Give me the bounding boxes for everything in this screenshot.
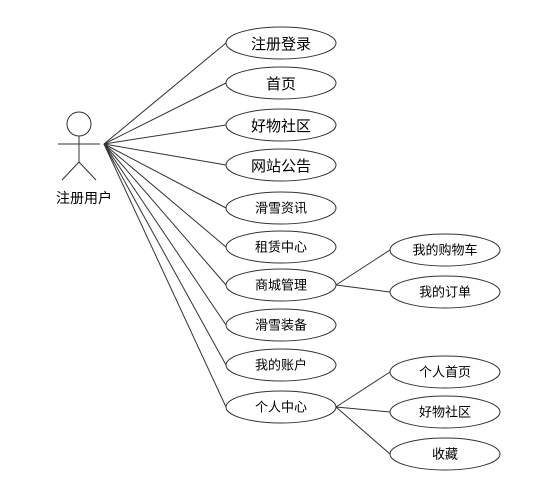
actor-left-leg [61,161,80,181]
use-case-goods-community-ellipse [225,108,337,142]
use-case-favorites: 收藏 [389,437,501,471]
use-case-my-orders: 我的订单 [389,275,501,309]
use-case-personal-center: 个人中心 [225,390,337,424]
association-line-favorites [335,406,391,455]
use-case-personal-goods-community-label: 好物社区 [419,405,471,421]
actor: 注册用户 [56,111,112,207]
use-case-register-login-ellipse [225,26,337,60]
use-case-my-account-label: 我的账户 [255,358,307,374]
association-line-register-login [103,42,227,145]
use-case-mall-management-label: 商城管理 [255,279,307,294]
use-case-site-announcement-ellipse [225,148,337,182]
use-case-my-account: 我的账户 [225,348,337,382]
association-line-mall-management [103,143,227,286]
use-case-personal-goods-community-ellipse [389,395,501,429]
use-case-my-account-ellipse [225,348,337,382]
association-line-rental-center [103,143,227,248]
association-line-my-orders [335,284,391,293]
use-case-mall-management-ellipse [225,268,337,302]
use-case-my-cart-ellipse [389,233,501,267]
use-case-my-orders-label: 我的订单 [419,285,471,301]
association-line-site-announcement [103,143,227,166]
use-case-register-login-label: 注册登录 [251,35,311,53]
association-line-ski-news [103,143,227,209]
use-case-home: 首页 [225,66,337,100]
use-case-rental-center: 租赁中心 [225,230,337,264]
use-case-site-announcement-label: 网站公告 [251,157,311,175]
association-line-my-account [103,143,227,366]
association-line-goods-community [103,124,227,145]
association-line-personal-center [103,143,227,408]
use-case-ski-news-label: 滑雪资讯 [255,202,307,217]
use-case-personal-goods-community: 好物社区 [389,395,501,429]
association-line-personal-home [335,371,391,408]
use-case-favorites-label: 收藏 [432,448,458,463]
use-case-personal-center-ellipse [225,390,337,424]
use-case-rental-center-label: 租赁中心 [255,241,307,256]
actor-head [66,111,92,137]
use-case-personal-center-label: 个人中心 [255,401,307,416]
use-case-site-announcement: 网站公告 [225,148,337,182]
use-case-home-label: 首页 [266,75,296,93]
use-case-home-ellipse [225,66,337,100]
association-line-ski-equipment [103,143,227,326]
actor-label: 注册用户 [56,190,112,207]
use-case-ski-news: 滑雪资讯 [225,191,337,225]
use-case-ski-equipment-ellipse [225,308,337,342]
association-lines [103,42,391,455]
use-case-goods-community-label: 好物社区 [251,117,311,135]
use-case-personal-home-label: 个人首页 [419,366,471,381]
use-case-personal-home: 个人首页 [389,355,501,389]
actor-right-leg [78,161,97,181]
association-line-my-cart [335,249,391,286]
use-case-my-cart-label: 我的购物车 [412,243,477,259]
association-line-personal-goods-community [335,406,391,413]
use-case-register-login: 注册登录 [225,26,337,60]
association-line-home [103,82,227,145]
use-case-ski-equipment: 滑雪装备 [225,308,337,342]
use-case-mall-management: 商城管理 [225,268,337,302]
stick-figure-actor-icon [58,111,100,181]
use-case-rental-center-ellipse [225,230,337,264]
use-case-personal-home-ellipse [389,355,501,389]
use-case-my-orders-ellipse [389,275,501,309]
use-case-my-cart: 我的购物车 [389,233,501,267]
use-case-ski-equipment-label: 滑雪装备 [255,318,307,334]
use-case-ski-news-ellipse [225,191,337,225]
use-case-goods-community: 好物社区 [225,108,337,142]
use-cases: 注册登录首页好物社区网站公告滑雪资讯租赁中心商城管理我的购物车我的订单滑雪装备我… [225,26,501,471]
use-case-favorites-ellipse [389,437,501,471]
